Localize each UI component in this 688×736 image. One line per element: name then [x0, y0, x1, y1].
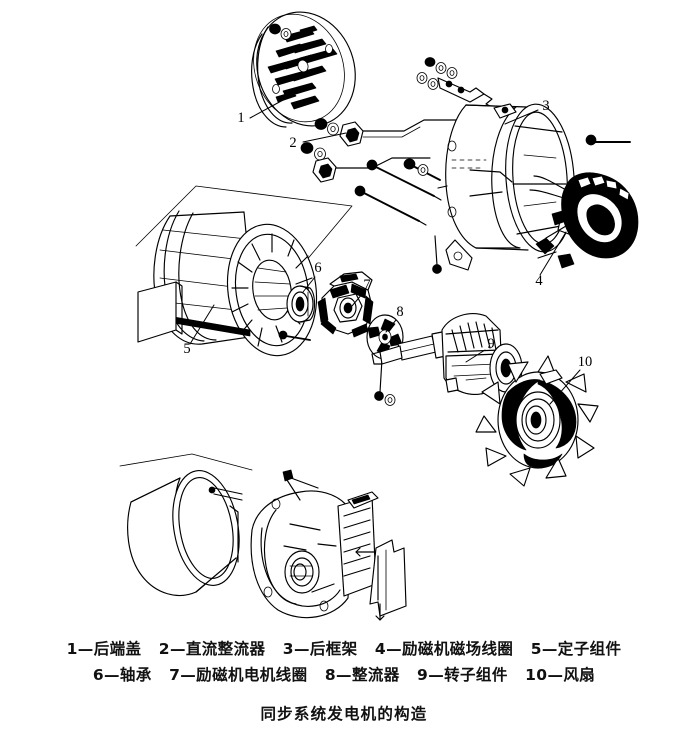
fan-blades — [475, 355, 599, 487]
callout-number-10: 10 — [578, 354, 593, 370]
bracket-fins — [343, 507, 371, 577]
callout-number-7: 7 — [363, 277, 370, 293]
stud — [432, 235, 442, 274]
stator-teeth — [231, 233, 313, 347]
through-bolt — [354, 185, 427, 226]
exploded-view-diagram: 1 2 3 4 5 6 7 8 9 10 — [119, 11, 639, 621]
part-through-bolts — [354, 57, 631, 274]
part-front-bracket — [250, 469, 379, 619]
part-terminal-cover — [355, 539, 407, 621]
callout-number-2: 2 — [289, 135, 296, 151]
callout-leaders — [189, 98, 581, 405]
part-bearing — [286, 285, 316, 323]
callout-number-1: 1 — [237, 110, 244, 126]
through-bolt — [366, 159, 442, 201]
figure-caption: 1—后端盖 2—直流整流器 3—后框架 4—励磁机磁场线圈 5—定子组件 6—轴… — [0, 636, 688, 727]
callout-number-6: 6 — [314, 260, 321, 276]
part-stator-assembly — [135, 185, 353, 357]
stator-bore-slots — [254, 267, 291, 311]
caption-line-2: 6—轴承 7—励磁机电机线圈 8—整流器 9—转子组件 10—风扇 — [92, 666, 596, 684]
callout-number-9: 9 — [487, 336, 494, 352]
caption-line-1: 1—后端盖 2—直流整流器 3—后框架 4—励磁机磁场线圈 5—定子组件 — [66, 640, 622, 658]
side-bolt — [585, 134, 631, 146]
callout-number-4: 4 — [535, 273, 543, 289]
callout-number-5: 5 — [183, 341, 190, 357]
part-rotor-assembly — [371, 313, 523, 395]
part-exciter-field-coil — [529, 172, 639, 269]
part-fan — [475, 355, 599, 487]
callout-number-3: 3 — [542, 98, 549, 114]
frame-fasteners — [416, 57, 499, 111]
callout-number-8: 8 — [396, 304, 403, 320]
callout-numbers: 1 2 3 4 5 6 7 8 9 10 — [183, 98, 592, 370]
figure-title: 同步系统发电机的构造 — [260, 705, 428, 723]
part-dc-rectifier — [300, 118, 468, 183]
cover-fasteners — [269, 23, 292, 40]
part-front-cover-ring — [119, 453, 253, 596]
part-rear-end-cover — [251, 11, 356, 128]
rotor-claw-poles — [445, 321, 501, 353]
